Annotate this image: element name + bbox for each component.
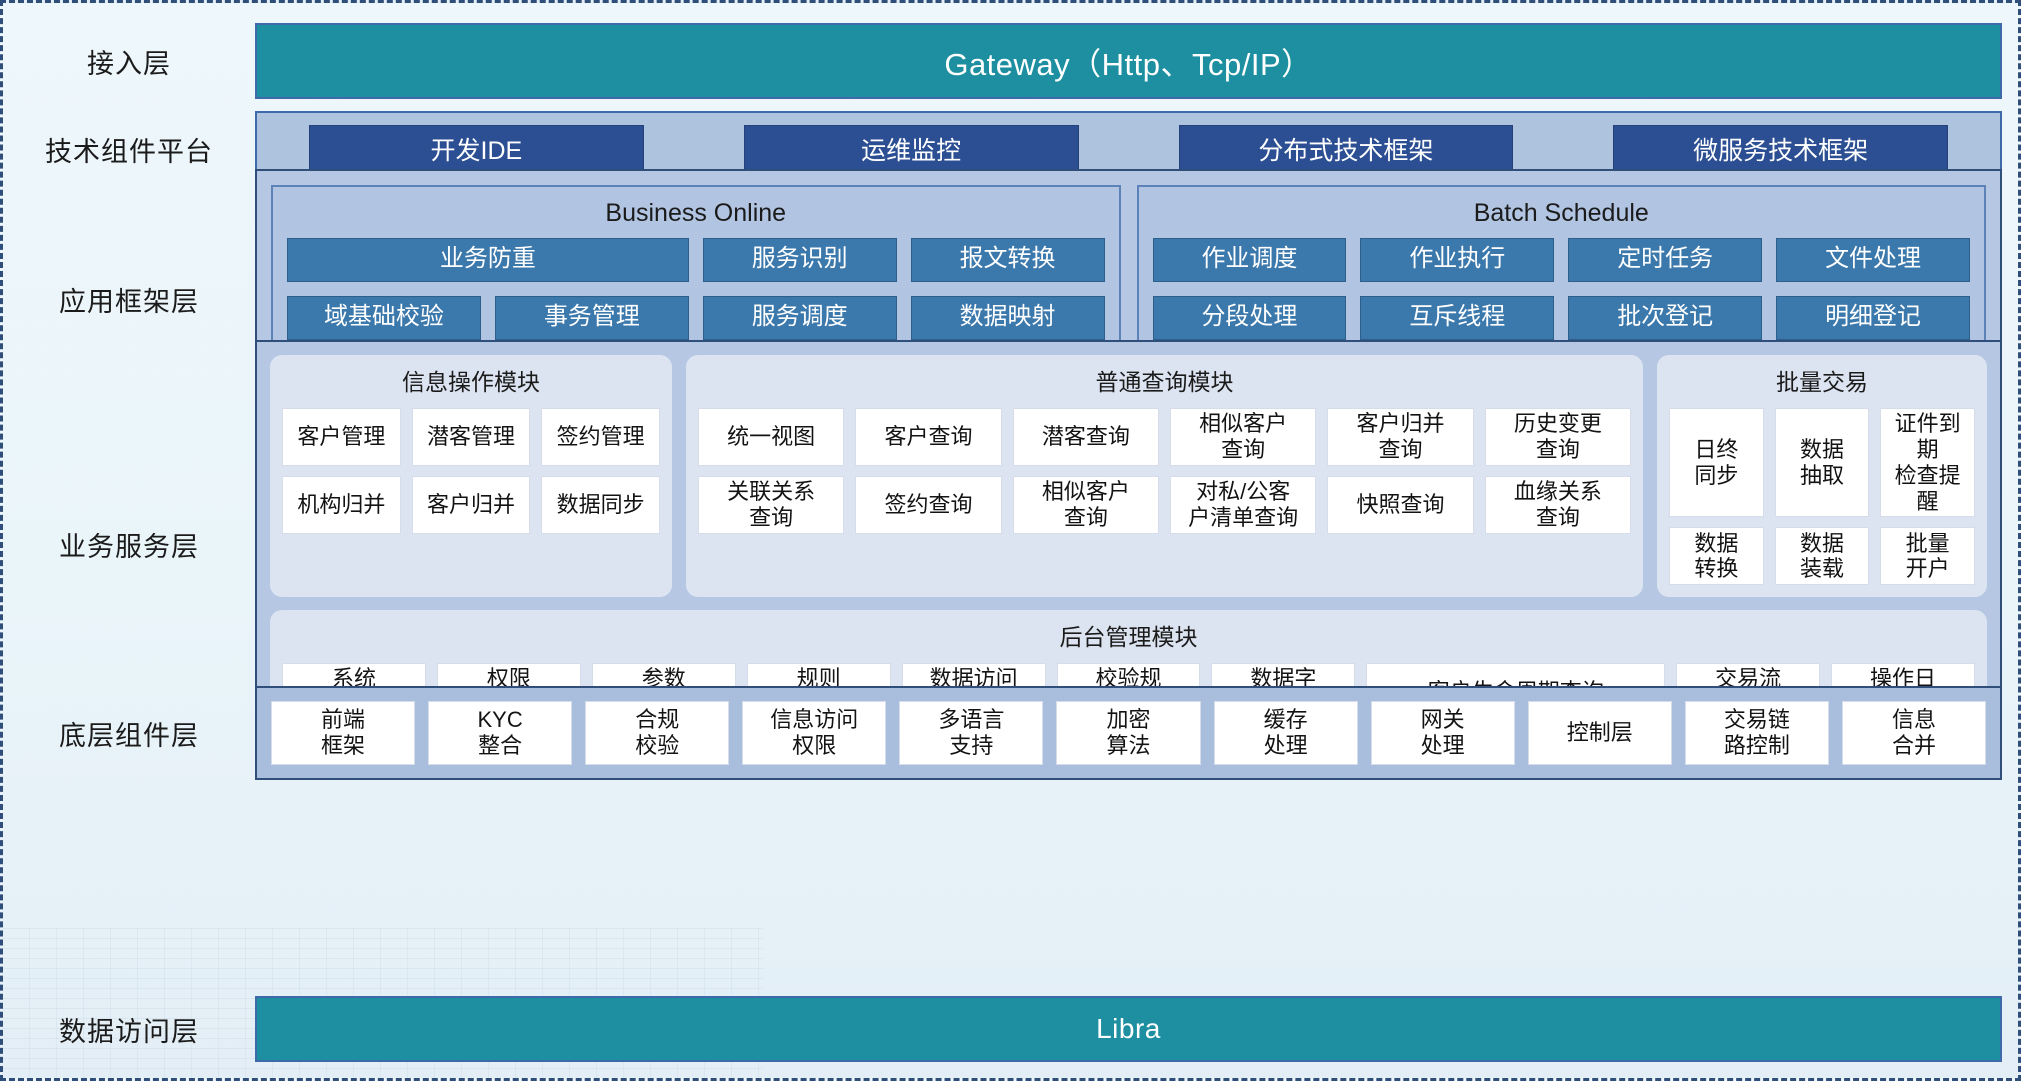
query-module-cell[interactable]: 历史变更查询 [1484,407,1631,466]
layer-body-access: Gateway（Http、Tcp/IP） [255,23,2002,99]
query-module-cell[interactable]: 血缘关系查询 [1484,475,1631,534]
batch-module-cell[interactable]: 数据转换 [1669,527,1764,586]
layer-row-tech-platform: 技术组件平台 开发IDE 运维监控 分布式技术框架 微服务技术框架 [3,110,2021,188]
query-module-cell[interactable]: 关联关系查询 [698,475,845,534]
base-component-cell[interactable]: 前端框架 [271,701,416,765]
tech-chip-band: 开发IDE 运维监控 分布式技术框架 微服务技术框架 [255,110,2002,188]
batch-module-cell[interactable]: 批量开户 [1880,527,1975,586]
query-module-cell-row: 关联关系查询签约查询相似客户查询对私/公客户清单查询快照查询血缘关系查询 [698,475,1631,534]
query-module-cell[interactable]: 统一视图 [698,407,845,466]
layer-label-business-service: 业务服务层 [59,531,199,563]
base-component-cell[interactable]: 缓存处理 [1213,701,1358,765]
tech-chip[interactable]: 分布式技术框架 [1178,124,1514,174]
info-module-cell-row: 机构归并客户归并数据同步 [282,475,660,534]
app-framework-cell[interactable]: 报文转换 [910,237,1105,282]
base-component-cell[interactable]: 控制层 [1527,701,1672,765]
info-module-cell[interactable]: 签约管理 [541,407,660,466]
query-module-cell[interactable]: 快照查询 [1327,475,1474,534]
base-component-cell[interactable]: 合规校验 [585,701,730,765]
libra-bar[interactable]: Libra [255,996,2002,1062]
base-component-cell[interactable]: 信息访问权限 [742,701,887,765]
query-module-cell[interactable]: 对私/公客户清单查询 [1169,475,1317,534]
tech-chip[interactable]: 微服务技术框架 [1613,124,1948,174]
module-title-info-operation: 信息操作模块 [402,368,540,395]
business-service-top-row: 信息操作模块 客户管理潜客管理签约管理机构归并客户归并数据同步 普通查询模块 统… [270,354,1987,598]
app-framework-cell[interactable]: 数据映射 [910,295,1105,340]
query-module-cell[interactable]: 相似客户查询 [1169,407,1317,466]
business-service-band: 信息操作模块 客户管理潜客管理签约管理机构归并客户归并数据同步 普通查询模块 统… [255,339,2002,749]
app-framework-cell[interactable]: 明细登记 [1776,295,1970,340]
app-framework-cell[interactable]: 服务调度 [702,295,897,340]
query-module-cell[interactable]: 客户查询 [855,407,1002,466]
layer-label-data-access: 数据访问层 [59,1016,199,1048]
app-framework-cell[interactable]: 批次登记 [1568,295,1763,340]
info-module-cell-row: 客户管理潜客管理签约管理 [282,407,660,466]
layer-label-base-components: 底层组件层 [59,720,199,752]
app-framework-cell[interactable]: 文件处理 [1776,237,1970,282]
module-title-backend-admin: 后台管理模块 [1059,624,1198,651]
query-module-cell[interactable]: 客户归并查询 [1327,407,1474,466]
app-framework-cell[interactable]: 互斥线程 [1360,295,1555,340]
gateway-bar[interactable]: Gateway（Http、Tcp/IP） [255,23,2002,99]
tech-chip[interactable]: 开发IDE [309,124,644,174]
module-title-common-query: 普通查询模块 [1095,368,1234,395]
module-title-batch-transaction: 批量交易 [1776,368,1868,395]
layer-row-data-access: 数据访问层 Libra [3,993,2021,1065]
layer-body-data-access: Libra [255,996,2002,1062]
info-module-cell[interactable]: 客户归并 [411,475,531,534]
base-component-cell[interactable]: 网关处理 [1370,701,1515,765]
base-component-cell[interactable]: 信息合并 [1841,701,1986,765]
query-module-cell[interactable]: 潜客查询 [1012,407,1159,466]
module-info-operation: 信息操作模块 客户管理潜客管理签约管理机构归并客户归并数据同步 [270,354,672,598]
app-framework-cell[interactable]: 作业调度 [1152,237,1347,282]
layer-body-tech-platform: 开发IDE 运维监控 分布式技术框架 微服务技术框架 [255,110,2002,188]
base-component-cell[interactable]: 交易链路控制 [1684,701,1829,765]
layer-label-tech-platform: 技术组件平台 [45,136,213,168]
base-component-cell[interactable]: 多语言支持 [899,701,1044,765]
info-module-cell[interactable]: 客户管理 [282,407,401,466]
panel-title-batch-schedule: Batch Schedule [1473,198,1649,227]
info-module-cell[interactable]: 数据同步 [541,475,660,534]
layer-label-app-framework: 应用框架层 [59,286,199,318]
query-module-cell[interactable]: 签约查询 [855,475,1002,534]
batch-module-cell[interactable]: 数据装载 [1774,527,1870,586]
app-framework-cell[interactable]: 事务管理 [494,295,689,340]
query-module-cell[interactable]: 相似客户查询 [1012,475,1159,534]
batch-module-cell[interactable]: 日终同步 [1669,407,1764,518]
batch-module-cell-row: 日终同步数据抽取证件到期检查提醒 [1669,407,1975,518]
app-framework-cell[interactable]: 域基础校验 [287,295,481,340]
batch-module-cell[interactable]: 数据抽取 [1774,407,1870,518]
module-batch-transaction: 批量交易 日终同步数据抽取证件到期检查提醒数据转换数据装载批量开户 [1657,354,1987,598]
layer-row-access: 接入层 Gateway（Http、Tcp/IP） [3,19,2021,103]
app-framework-cell[interactable]: 作业执行 [1360,237,1555,282]
layer-label-access: 接入层 [87,48,171,80]
info-module-cell[interactable]: 潜客管理 [411,407,531,466]
query-module-cell-row: 统一视图客户查询潜客查询相似客户查询客户归并查询历史变更查询 [698,407,1631,466]
app-framework-cell[interactable]: 分段处理 [1152,295,1347,340]
batch-module-cell[interactable]: 证件到期检查提醒 [1880,407,1975,518]
layer-body-business-service: 信息操作模块 客户管理潜客管理签约管理机构归并客户归并数据同步 普通查询模块 统… [255,339,2002,749]
panel-title-business-online: Business Online [605,198,787,227]
app-framework-cell[interactable]: 服务识别 [702,237,897,282]
tech-chip[interactable]: 运维监控 [743,124,1079,174]
info-module-cell[interactable]: 机构归并 [282,475,401,534]
batch-module-cell-row: 数据转换数据装载批量开户 [1669,527,1975,586]
app-framework-cell[interactable]: 定时任务 [1568,237,1763,282]
layer-row-business-service: 业务服务层 信息操作模块 客户管理潜客管理签约管理机构归并客户归并数据同步 普通… [3,339,2021,749]
base-component-cell[interactable]: 加密算法 [1056,701,1201,765]
app-framework-cell[interactable]: 业务防重 [287,237,689,282]
module-common-query: 普通查询模块 统一视图客户查询潜客查询相似客户查询客户归并查询历史变更查询关联关… [686,354,1643,598]
